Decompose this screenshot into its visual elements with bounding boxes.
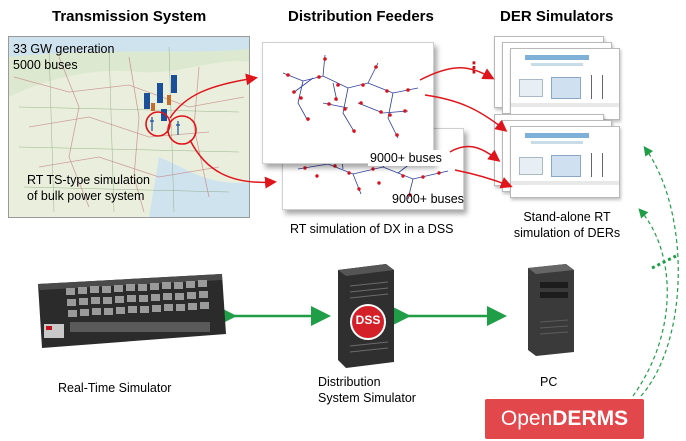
map-graphic — [9, 37, 249, 217]
feeder-buses-label-back: 9000+ buses — [392, 192, 464, 206]
dss-label-line2: System Simulator — [318, 391, 416, 405]
arrow-map-to-feeder-back — [189, 139, 277, 189]
feeder-sheet-front — [262, 42, 434, 164]
opendems-logo-light: Open — [500, 407, 553, 430]
dashed-link-opendems-der-lower — [632, 208, 668, 397]
distribution-heading: Distribution Feeders — [288, 8, 434, 25]
map-generation-text: 33 GW generation — [13, 42, 115, 56]
dss-badge: DSS — [355, 313, 381, 327]
map-rt-text-line2: of bulk power system — [27, 189, 145, 203]
feeder-caption: RT simulation of DX in a DSS — [290, 222, 454, 236]
der-caption-line2: simulation of DERs — [513, 226, 621, 240]
feeder-network-graphic-front — [282, 54, 419, 139]
arrow-map-to-feeder-front — [169, 73, 258, 119]
transmission-heading: Transmission System — [52, 8, 207, 25]
real-time-simulator-image — [30, 272, 230, 350]
opendems-logo: OpenDERMS — [485, 399, 644, 439]
der-stack-top — [494, 36, 634, 128]
arrow-feeder-to-der-3 — [449, 145, 501, 162]
pc-label: PC — [540, 375, 558, 389]
dashed-link-offscreen — [651, 254, 677, 270]
der-card — [510, 48, 620, 120]
real-time-simulator-label: Real-Time Simulator — [58, 381, 172, 395]
opendems-logo-bold: DERMS — [552, 407, 629, 430]
der-card — [510, 126, 620, 198]
der-caption-line1: Stand-alone RT — [523, 210, 611, 224]
pc-image — [522, 262, 578, 358]
der-heading: DER Simulators — [500, 8, 614, 25]
feeder-more-indicator-top: ⋮ — [466, 60, 482, 77]
map-rt-text-line1: RT TS-type simulation — [27, 173, 150, 187]
transmission-map: 33 GW generation 5000 buses RT TS-type s… — [8, 36, 250, 218]
arrow-feeder-to-der-2 — [424, 94, 508, 132]
feeder-buses-label-front: 9000+ buses — [368, 150, 444, 166]
arrow-feeder-to-der-1 — [419, 67, 495, 81]
dss-label-line1: Distribution — [318, 375, 381, 389]
distribution-system-simulator-image: DSS — [332, 262, 400, 368]
der-stack-bottom — [494, 114, 634, 206]
opendems-logo-text: OpenDERMS — [485, 399, 644, 439]
dashed-link-opendems-der-upper — [640, 146, 679, 397]
map-buses-text: 5000 buses — [13, 58, 78, 72]
arrow-feeder-to-der-4 — [454, 169, 513, 189]
